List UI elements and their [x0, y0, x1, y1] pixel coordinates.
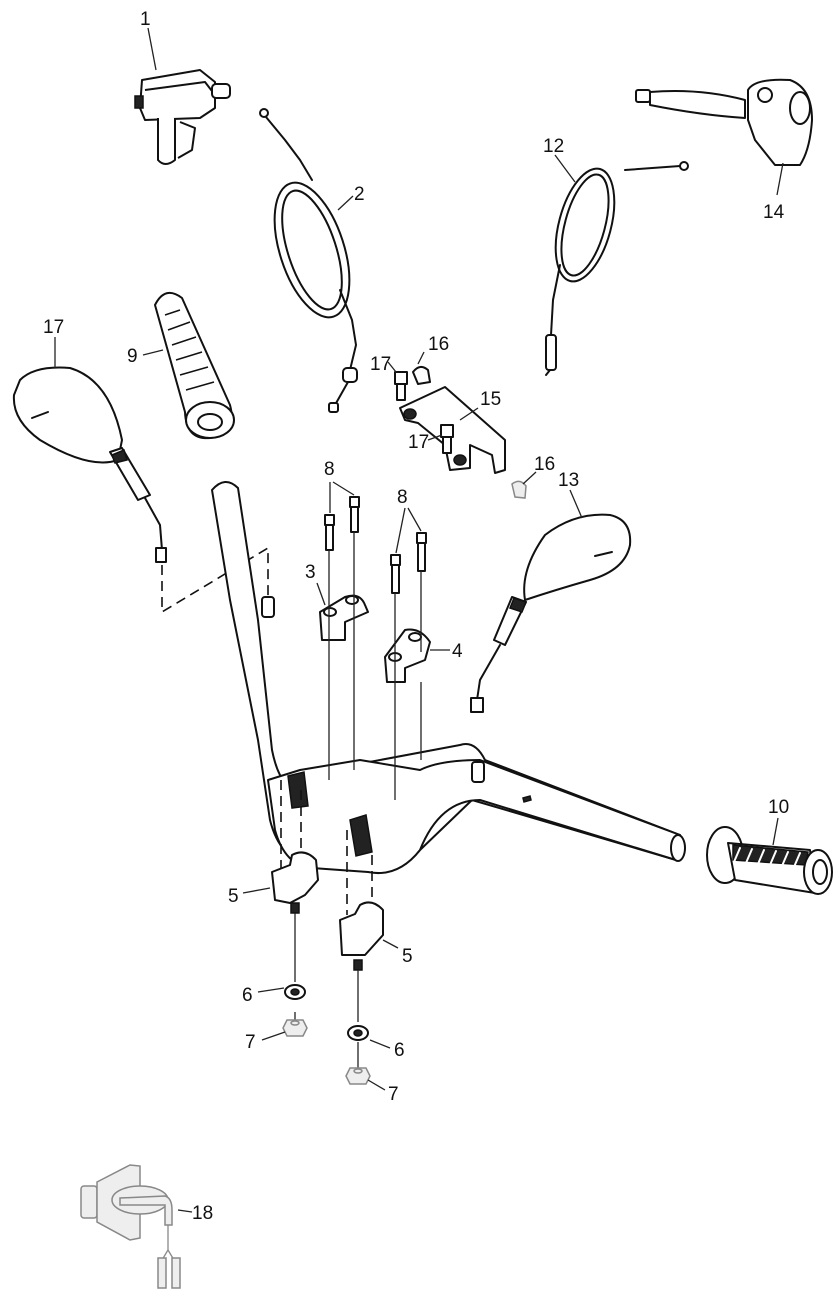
label-11: 12: [543, 136, 564, 157]
part-handlebar-riser-left[interactable]: [271, 851, 319, 914]
label-13: 17: [43, 317, 64, 338]
part-handlebar-switch[interactable]: [635, 78, 813, 166]
part-bolt-lower[interactable]: [440, 424, 454, 454]
label-17a: 17: [370, 354, 391, 375]
leader-14: [776, 162, 784, 196]
label-2: 2: [354, 184, 365, 205]
part-nut-left[interactable]: [282, 1019, 308, 1037]
label-12: 13: [558, 470, 579, 491]
label-3: 3: [305, 562, 316, 583]
label-8a: 8: [324, 459, 335, 480]
label-16b: 16: [534, 454, 555, 475]
label-7a: 7: [245, 1032, 256, 1053]
part-brake-light-switch[interactable]: [80, 1164, 181, 1289]
part-throttle-cable[interactable]: [259, 108, 364, 413]
part-bolt-upper[interactable]: [394, 371, 408, 401]
leader-17a: [387, 361, 397, 373]
leader-1: [147, 27, 157, 71]
label-16a: 16: [428, 334, 449, 355]
leader-5a: [242, 887, 271, 894]
label-9: 9: [127, 346, 138, 367]
leader-8a: [329, 481, 355, 513]
leader-2: [337, 195, 354, 211]
label-6b: 6: [394, 1040, 405, 1061]
leader-6a: [257, 987, 285, 993]
part-upper-handlebar-clamp-right[interactable]: [384, 628, 431, 683]
leader-11: [554, 154, 576, 183]
label-1: 1: [140, 9, 151, 30]
leader-3: [316, 582, 326, 606]
label-7b: 7: [388, 1084, 399, 1105]
label-14: 14: [763, 202, 785, 223]
part-upper-handlebar-clamp-left[interactable]: [319, 594, 369, 641]
part-grommet-upper[interactable]: [412, 366, 431, 385]
part-left-grip[interactable]: [154, 291, 235, 440]
label-5a: 5: [228, 886, 239, 907]
leader-8b: [395, 507, 422, 554]
part-washer-left[interactable]: [284, 984, 306, 1000]
leader-16a: [417, 351, 425, 365]
part-brake-master-cylinder[interactable]: [134, 69, 231, 165]
leader-5b: [382, 939, 399, 949]
label-5b: 5: [402, 946, 413, 967]
part-grommet-lower[interactable]: [511, 480, 527, 499]
label-10: 10: [768, 797, 789, 818]
part-right-grip[interactable]: [706, 826, 833, 895]
part-right-mirror[interactable]: [470, 513, 632, 713]
label-18: 18: [192, 1203, 213, 1224]
leader-7a: [261, 1031, 286, 1041]
bolt-guides: [328, 532, 422, 800]
label-15: 15: [480, 389, 501, 410]
leader-7b: [367, 1079, 386, 1091]
leader-10: [772, 817, 779, 846]
label-4: 4: [452, 641, 463, 662]
leader-16b: [522, 471, 537, 485]
part-clamp-bolts-right[interactable]: [390, 532, 427, 594]
label-17b: 17: [408, 432, 429, 453]
part-clutch-cable[interactable]: [545, 161, 689, 376]
leader-12: [569, 489, 583, 519]
leader-6b: [369, 1039, 391, 1049]
leader-18: [177, 1209, 193, 1213]
leader-17b: [427, 434, 443, 441]
part-washer-right[interactable]: [347, 1025, 369, 1041]
mirror-to-bar-guide: [161, 546, 269, 614]
label-8b: 8: [397, 487, 408, 508]
part-nut-right[interactable]: [345, 1067, 371, 1085]
riser-guides: [280, 780, 373, 915]
label-6a: 6: [242, 985, 253, 1006]
part-left-mirror[interactable]: [12, 366, 167, 563]
leader-15: [459, 407, 479, 421]
part-handlebar-riser-right[interactable]: [339, 901, 384, 971]
leader-9: [142, 349, 164, 356]
